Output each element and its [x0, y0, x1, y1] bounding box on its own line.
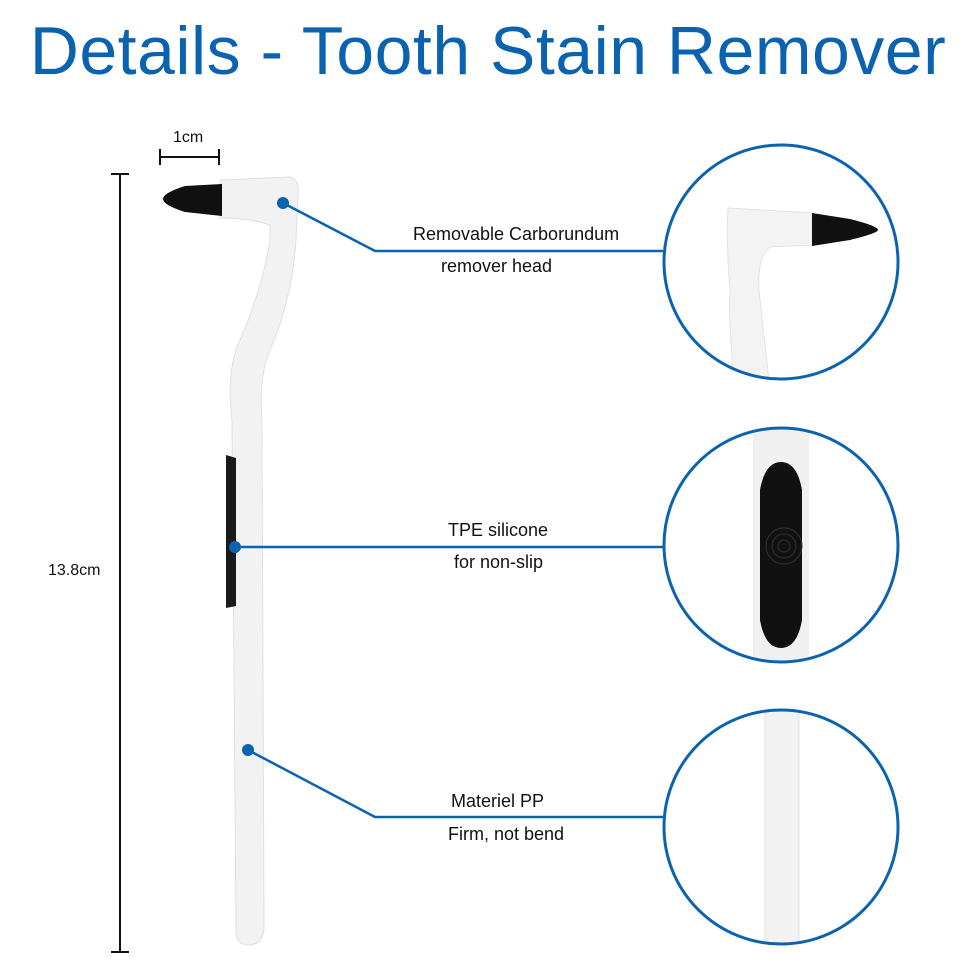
detail-circle-material [662, 708, 900, 946]
grip-pad [226, 455, 236, 608]
callout-head-line1: Removable Carborundum [413, 224, 620, 244]
callout-grip-line1: TPE silicone [448, 520, 549, 540]
height-dimension-marker [111, 173, 129, 953]
detail-circle-head [662, 143, 900, 381]
callout-line-head [282, 201, 663, 253]
width-dimension-label: 1cm [173, 129, 204, 146]
detail-grip-image [753, 428, 809, 662]
tooth-stain-remover-tool [163, 176, 299, 946]
callout-material-line1: Materiel PP [451, 791, 545, 811]
page-title: Details - Tooth Stain Remover [29, 13, 947, 89]
detail-circle-grip [662, 426, 900, 664]
width-dimension-marker [159, 149, 220, 165]
callout-grip-line2: for non-slip [454, 552, 544, 572]
detail-head-image [726, 207, 878, 379]
height-dimension-label: 13.8cm [48, 562, 101, 579]
callout-dot-grip [229, 541, 241, 553]
carborundum-tip [163, 184, 222, 216]
detail-shaft-image [764, 710, 800, 944]
callout-head-line2: remover head [441, 256, 553, 276]
callout-dot-material [242, 744, 254, 756]
callout-material-line2: Firm, not bend [448, 824, 565, 844]
callout-dot-head [277, 197, 289, 209]
callout-line-material [247, 748, 663, 819]
